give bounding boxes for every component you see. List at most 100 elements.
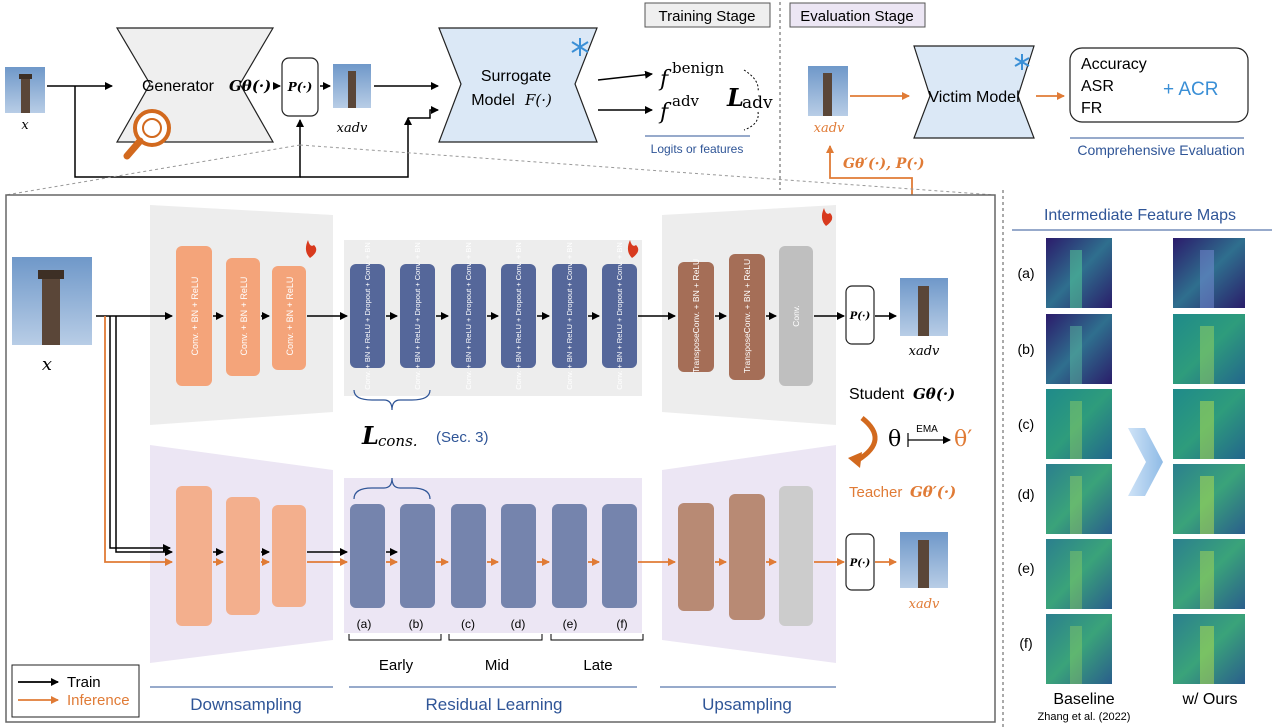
group-bracket-early: [348, 634, 442, 641]
flame-icon-res: [627, 240, 639, 258]
up-block-conv-label: Conv.: [791, 305, 801, 327]
metrics-box: [1069, 47, 1249, 123]
teacher-down-3: [272, 505, 306, 607]
section-residual: Residual Learning: [425, 695, 562, 714]
fm-baseline-d: [1046, 464, 1112, 534]
snowflake-icon: [571, 38, 589, 56]
fm-ours-c: [1173, 389, 1245, 459]
fm-row-e: (e): [1017, 560, 1034, 576]
ema-curved-arrowhead: [848, 452, 862, 468]
res-block-b: [400, 264, 435, 368]
perturb-box-teacher: [845, 533, 875, 591]
arrow-params-eval: [826, 145, 913, 196]
plus-acr: + ACR: [1163, 79, 1218, 100]
surrogate-block: [438, 27, 598, 143]
student-flow: [96, 312, 897, 556]
input-label-top: x: [21, 118, 29, 133]
feature-map-grid: [1046, 238, 1245, 684]
teacher-up-conv: [779, 486, 813, 626]
perturb-box-student: [845, 285, 875, 345]
surrogate-math: F(·): [524, 91, 552, 109]
fm-baseline-e: [1046, 539, 1112, 609]
res-block-b-label: Conv. + BN + ReLU + Dropout + Conv. + BN: [413, 242, 422, 390]
brace-top: [353, 389, 431, 411]
surrogate-line2: Model: [471, 92, 515, 109]
group-early: Early: [379, 657, 414, 674]
perturb-box-top: [281, 57, 319, 117]
teacher-res-c: [451, 504, 486, 608]
teacher-label: Teacher: [849, 484, 902, 501]
down-block-3: [272, 266, 306, 370]
teacher-up-2: [729, 494, 765, 620]
output-image-teacher: [900, 532, 948, 588]
arrow-input-p: [74, 86, 304, 178]
res-block-f: [602, 264, 637, 368]
evaluation-stage-badge: [789, 2, 926, 28]
student-math: Gθ(·): [913, 385, 955, 403]
ema-curved-arrow: [856, 416, 878, 463]
input-label-detail: x: [42, 354, 52, 375]
student-blocks: Conv. + BN + ReLU Conv. + BN + ReLU Conv…: [176, 242, 813, 390]
group-bracket-late: [550, 634, 644, 641]
section-downsampling: Downsampling: [190, 695, 302, 714]
res-letter-e: (e): [563, 617, 578, 631]
input-image-detail: [12, 257, 92, 345]
input-image-top: [5, 67, 45, 113]
up-block-2-label: TransposeConv. + BN + ReLU: [742, 259, 752, 373]
group-late: Late: [583, 657, 612, 674]
fm-baseline-b: [1046, 314, 1112, 384]
res-block-c-label: Conv. + BN + ReLU + Dropout + Conv. + BN: [464, 242, 473, 390]
fm-ours-d: [1173, 464, 1245, 534]
output-image-student: [900, 278, 948, 336]
res-letter-b: (b): [409, 617, 424, 631]
perturb-label-top: P(·): [287, 80, 313, 94]
legend-train: Train: [67, 674, 101, 691]
sec-ref: (Sec. 3): [436, 429, 489, 446]
generator-math: Gθ(·): [229, 77, 271, 95]
f-benign: f: [658, 67, 672, 92]
down-block-2: [226, 258, 260, 376]
magnifier-icon: [123, 109, 171, 160]
res-block-e-label: Conv. + BN + ReLU + Dropout + Conv. + BN: [565, 242, 574, 390]
teacher-res-d: [501, 504, 536, 608]
teacher-math: Gθ′(·): [910, 483, 956, 501]
adv-label-top: xadv: [337, 121, 368, 136]
victim-label: Victim Model: [928, 89, 1019, 106]
res-letter-d: (d): [511, 617, 526, 631]
teacher-res-f: [602, 504, 637, 608]
up-block-1: [678, 262, 714, 372]
res-block-d: [501, 264, 536, 368]
teacher-up-1: [678, 503, 714, 611]
output-label-teacher: xadv: [909, 597, 940, 612]
adv-label-eval: xadv: [814, 121, 845, 136]
evaluation-stage: Evaluation Stage xadv Victim Model Accur…: [789, 2, 1249, 196]
zoom-line-left: [5, 144, 301, 196]
f-adv: f: [658, 100, 672, 125]
metric-accuracy: Accuracy: [1081, 56, 1147, 73]
loss-cons: L: [361, 421, 379, 450]
group-mid: Mid: [485, 657, 509, 674]
logits-caption: Logits or features: [651, 142, 744, 156]
arrow-to-fbenign: [597, 70, 653, 81]
fm-ours-b: [1173, 314, 1245, 384]
metric-asr: ASR: [1081, 78, 1114, 95]
flame-icon-down: [305, 240, 317, 258]
up-block-1-label: TransposeConv. + BN + ReLU: [691, 259, 701, 373]
theta-prime: θ′: [954, 427, 972, 452]
res-block-d-label: Conv. + BN + ReLU + Dropout + Conv. + BN: [514, 242, 523, 390]
f-adv-sup: adv: [672, 92, 700, 110]
fm-row-c: (c): [1018, 416, 1034, 432]
fm-row-f: (f): [1019, 635, 1032, 651]
student-residual-bg: [344, 240, 642, 396]
theta: θ: [888, 427, 901, 452]
training-stage-label: Training Stage: [658, 8, 755, 25]
fm-row-d: (d): [1017, 486, 1034, 502]
training-stage-badge: [644, 2, 771, 28]
adv-image-top: [333, 64, 371, 108]
teacher-res-a: [350, 504, 385, 608]
params-label: Gθ′(·), P(·): [843, 156, 925, 172]
brace-bottom: [353, 477, 431, 500]
up-block-conv: [779, 246, 813, 386]
flame-icon-up: [821, 208, 833, 226]
